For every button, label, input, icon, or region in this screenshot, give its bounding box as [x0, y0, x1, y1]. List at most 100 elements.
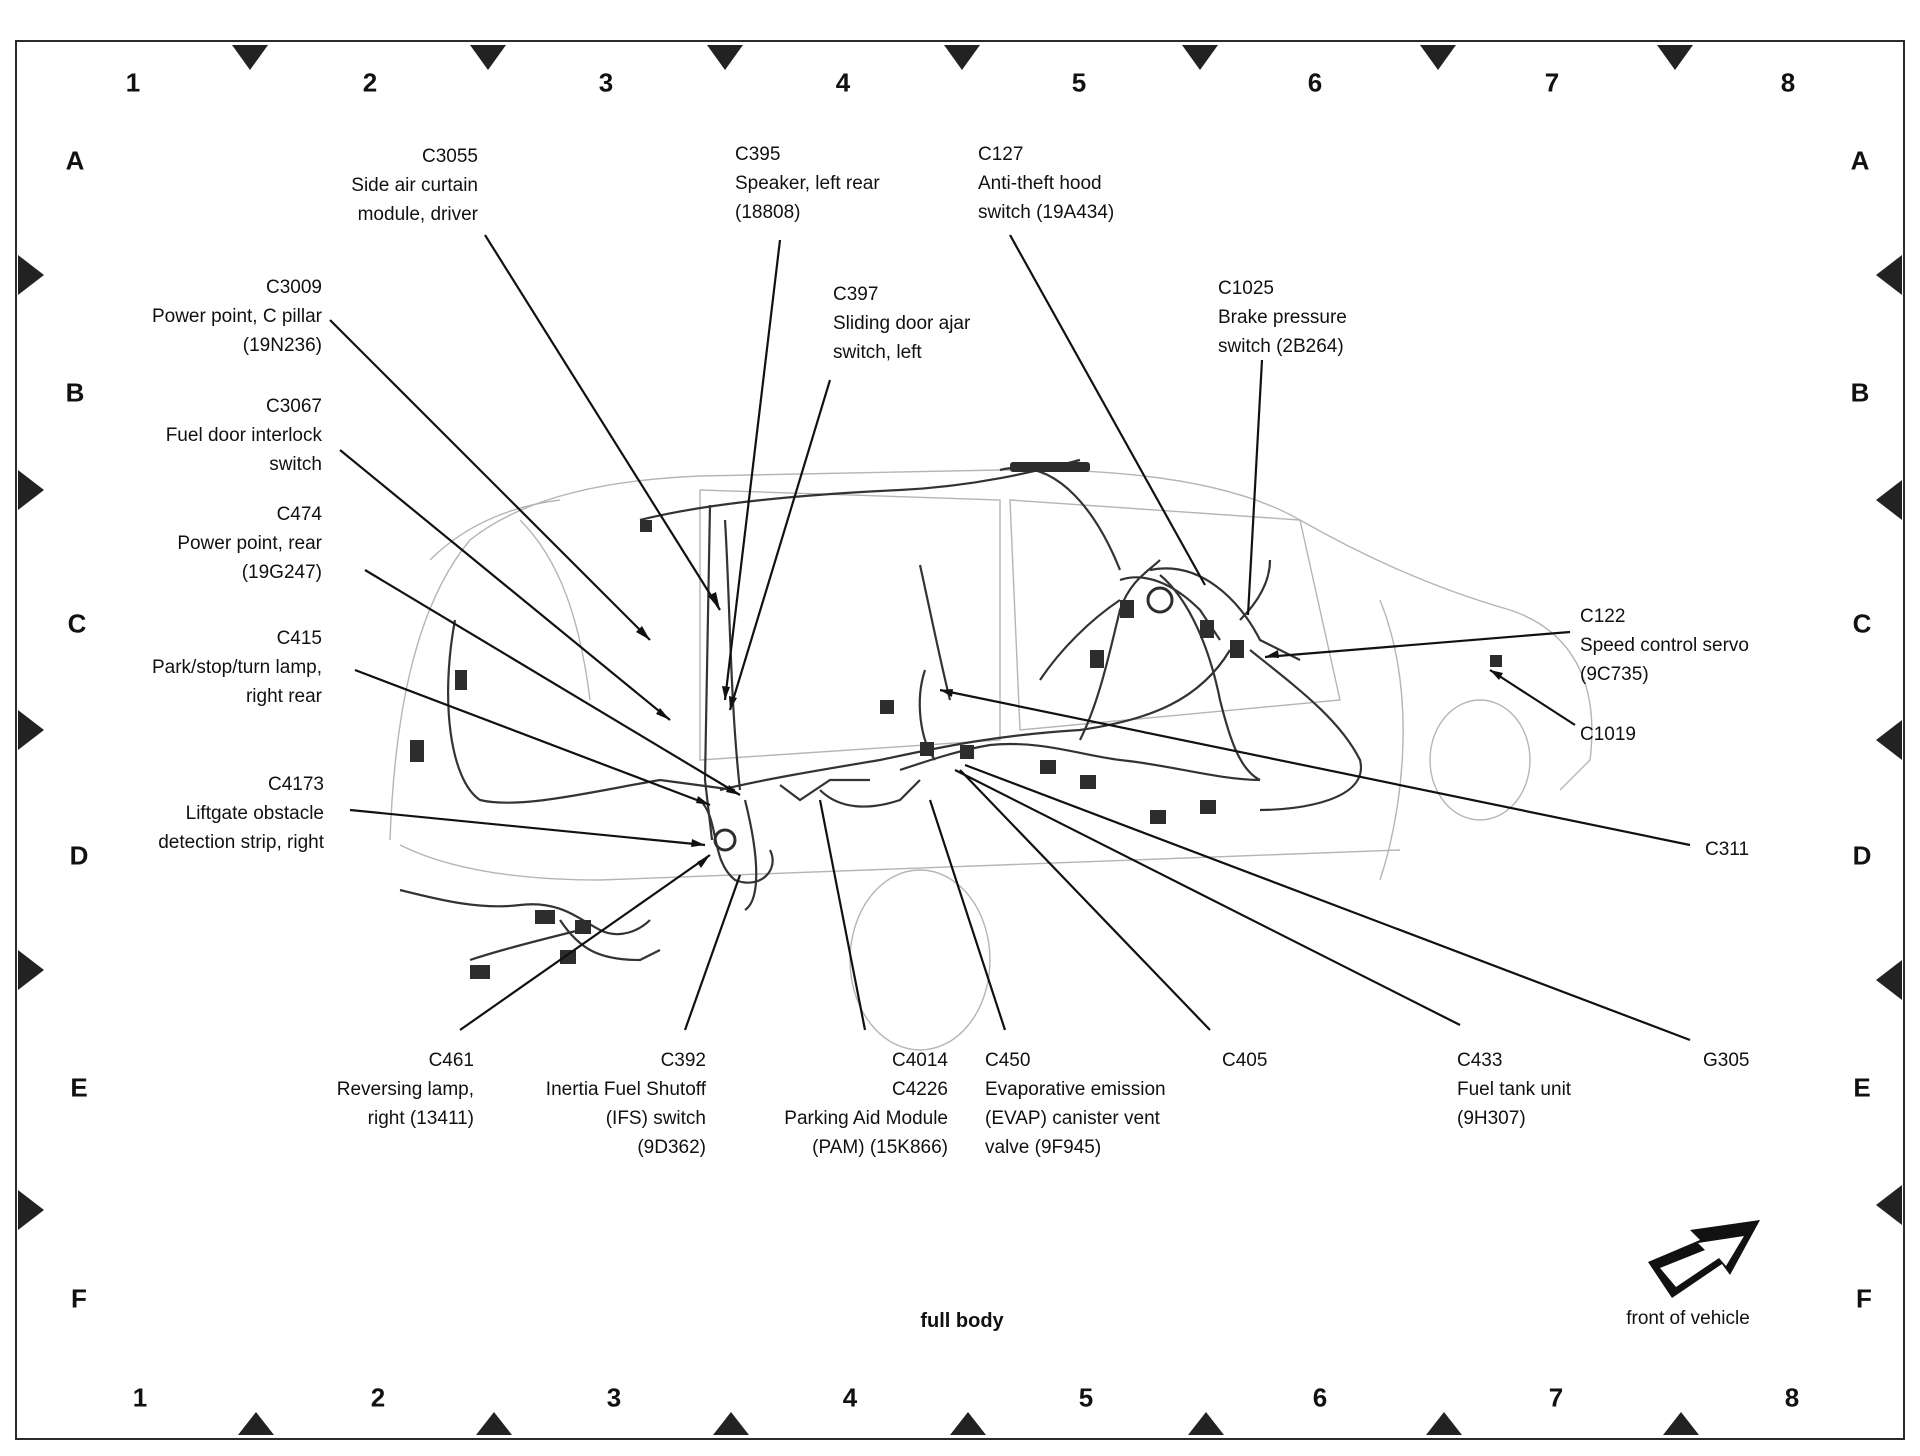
grid-column-3-bottom: 3: [606, 1382, 622, 1413]
callout-c392: C392 Inertia Fuel Shutoff (IFS) switch (…: [546, 1046, 706, 1162]
callout-c127-id: C127: [978, 144, 1024, 165]
callout-c450-line3: valve (9F945): [985, 1137, 1102, 1158]
callout-c122-line1: Speed control servo: [1580, 635, 1749, 656]
grid-column-1-bottom: 1: [132, 1382, 148, 1413]
callout-c4173-id: C4173: [268, 774, 324, 795]
callout-c392-line1: Inertia Fuel Shutoff: [545, 1079, 706, 1100]
callout-g305: G305: [1703, 1046, 1749, 1075]
callout-c1025-line2: switch (2B264): [1218, 336, 1344, 357]
grid-row-d-left: D: [69, 840, 89, 871]
callout-c3009-line1: Power point, C pillar: [151, 306, 322, 327]
callout-c461: C461 Reversing lamp, right (13411): [337, 1046, 474, 1133]
callout-c415-line2: right rear: [245, 686, 322, 707]
grid-column-5-top: 5: [1071, 67, 1087, 98]
grid-row-e-right: E: [1853, 1072, 1871, 1103]
grid-row-b-right: B: [1850, 377, 1870, 408]
callout-c4173: C4173 Liftgate obstacle detection strip,…: [158, 770, 324, 857]
callout-c461-line1: Reversing lamp,: [336, 1079, 474, 1100]
grid-column-2-bottom: 2: [370, 1382, 386, 1413]
grid-column-8-bottom: 8: [1784, 1382, 1800, 1413]
vehicle-outline: [389, 469, 1593, 1051]
callout-c127-line1: Anti-theft hood: [978, 173, 1102, 194]
grid-row-f-left: F: [71, 1283, 87, 1314]
callout-c397-id: C397: [833, 284, 879, 305]
callout-c127-line2: switch (19A434): [978, 202, 1115, 223]
callout-c122-id: C122: [1580, 606, 1626, 627]
callout-c415-id: C415: [276, 628, 322, 649]
grid-row-f-right: F: [1856, 1283, 1872, 1314]
callout-c392-line2: (IFS) switch: [605, 1108, 706, 1129]
callout-g305-id: G305: [1703, 1050, 1750, 1071]
grid-column-6-top: 6: [1307, 67, 1323, 98]
grid-column-4-top: 4: [835, 67, 851, 98]
grid-row-c-left: C: [67, 608, 87, 639]
grid-column-6-bottom: 6: [1312, 1382, 1328, 1413]
callout-c433: C433 Fuel tank unit (9H307): [1457, 1046, 1571, 1133]
callout-c395-line2: (18808): [735, 202, 801, 223]
callout-c433-id: C433: [1457, 1050, 1503, 1071]
callout-c450-line1: Evaporative emission: [985, 1079, 1166, 1100]
callout-c4014: C4014 C4226 Parking Aid Module (PAM) (15…: [784, 1046, 948, 1162]
grid-column-1-top: 1: [125, 67, 141, 98]
front-of-vehicle-label: front of vehicle: [1626, 1308, 1750, 1329]
grid-column-4-bottom: 4: [842, 1382, 858, 1413]
callout-c3009: C3009 Power point, C pillar (19N236): [152, 273, 322, 360]
callout-c461-line2: right (13411): [367, 1108, 474, 1129]
callout-c461-id: C461: [428, 1050, 474, 1071]
callout-c3009-line2: (19N236): [242, 335, 322, 356]
callout-c3067: C3067 Fuel door interlock switch: [166, 392, 322, 479]
callout-c122: C122 Speed control servo (9C735): [1580, 602, 1749, 689]
leader-lines: [329, 234, 1691, 1042]
callout-c433-line1: Fuel tank unit: [1457, 1079, 1572, 1100]
callout-c4014-id: C4014: [892, 1050, 948, 1071]
grid-column-7-top: 7: [1544, 67, 1560, 98]
callout-c311: C311: [1705, 835, 1749, 864]
callout-c405: C405: [1222, 1046, 1267, 1075]
wire-harness: [399, 458, 1363, 962]
callout-c397-line1: Sliding door ajar: [833, 313, 971, 334]
callout-c3055: C3055 Side air curtain module, driver: [351, 142, 478, 229]
grid-column-5-bottom: 5: [1078, 1382, 1094, 1413]
callout-c392-line3: (9D362): [637, 1137, 706, 1158]
grid-column-7-bottom: 7: [1548, 1382, 1564, 1413]
callout-c3055-line2: module, driver: [357, 204, 478, 225]
callout-c450: C450 Evaporative emission (EVAP) caniste…: [985, 1046, 1166, 1162]
callout-c4173-line2: detection strip, right: [158, 832, 324, 853]
callout-c3067-line2: switch: [269, 454, 322, 475]
callout-c474: C474 Power point, rear (19G247): [177, 500, 322, 587]
callout-c397-line2: switch, left: [833, 342, 922, 363]
callout-c415: C415 Park/stop/turn lamp, right rear: [152, 624, 322, 711]
callout-c392-id: C392: [660, 1050, 706, 1071]
callout-c474-line1: Power point, rear: [177, 533, 322, 554]
callout-c127: C127 Anti-theft hood switch (19A434): [978, 140, 1114, 227]
callout-c3067-id: C3067: [266, 396, 322, 417]
callout-c3055-id: C3055: [422, 146, 478, 167]
callout-c395-line1: Speaker, left rear: [735, 173, 880, 194]
leader-arrowheads: [636, 592, 1503, 868]
callout-c1025-id: C1025: [1218, 278, 1274, 299]
front-of-vehicle-arrow-icon: [1648, 1220, 1760, 1298]
grid-row-d-right: D: [1852, 840, 1872, 871]
callout-c474-line2: (19G247): [241, 562, 322, 583]
callout-c433-line2: (9H307): [1457, 1108, 1526, 1129]
callout-c4014-line2: (PAM) (15K866): [812, 1137, 948, 1158]
grid-markers: [18, 45, 1902, 1435]
callout-c405-id: C405: [1222, 1050, 1268, 1071]
diagram-caption: full body: [920, 1310, 1004, 1332]
callout-c450-line2: (EVAP) canister vent: [985, 1108, 1160, 1129]
callout-c397: C397 Sliding door ajar switch, left: [833, 280, 970, 367]
callout-c4173-line1: Liftgate obstacle: [185, 803, 324, 824]
diagram-frame: [15, 40, 1905, 1440]
callout-c122-line2: (9C735): [1580, 664, 1649, 685]
callout-c415-line1: Park/stop/turn lamp,: [151, 657, 322, 678]
callout-c1019-id: C1019: [1580, 724, 1636, 745]
grid-column-8-top: 8: [1780, 67, 1796, 98]
grid-row-b-left: B: [65, 377, 85, 408]
callout-c1025-line1: Brake pressure: [1218, 307, 1347, 328]
grid-column-2-top: 2: [362, 67, 378, 98]
callout-c1019: C1019: [1580, 720, 1636, 749]
callout-c311-id: C311: [1705, 839, 1750, 860]
callout-c3067-line1: Fuel door interlock: [165, 425, 322, 446]
grid-row-a-right: A: [1850, 145, 1870, 176]
